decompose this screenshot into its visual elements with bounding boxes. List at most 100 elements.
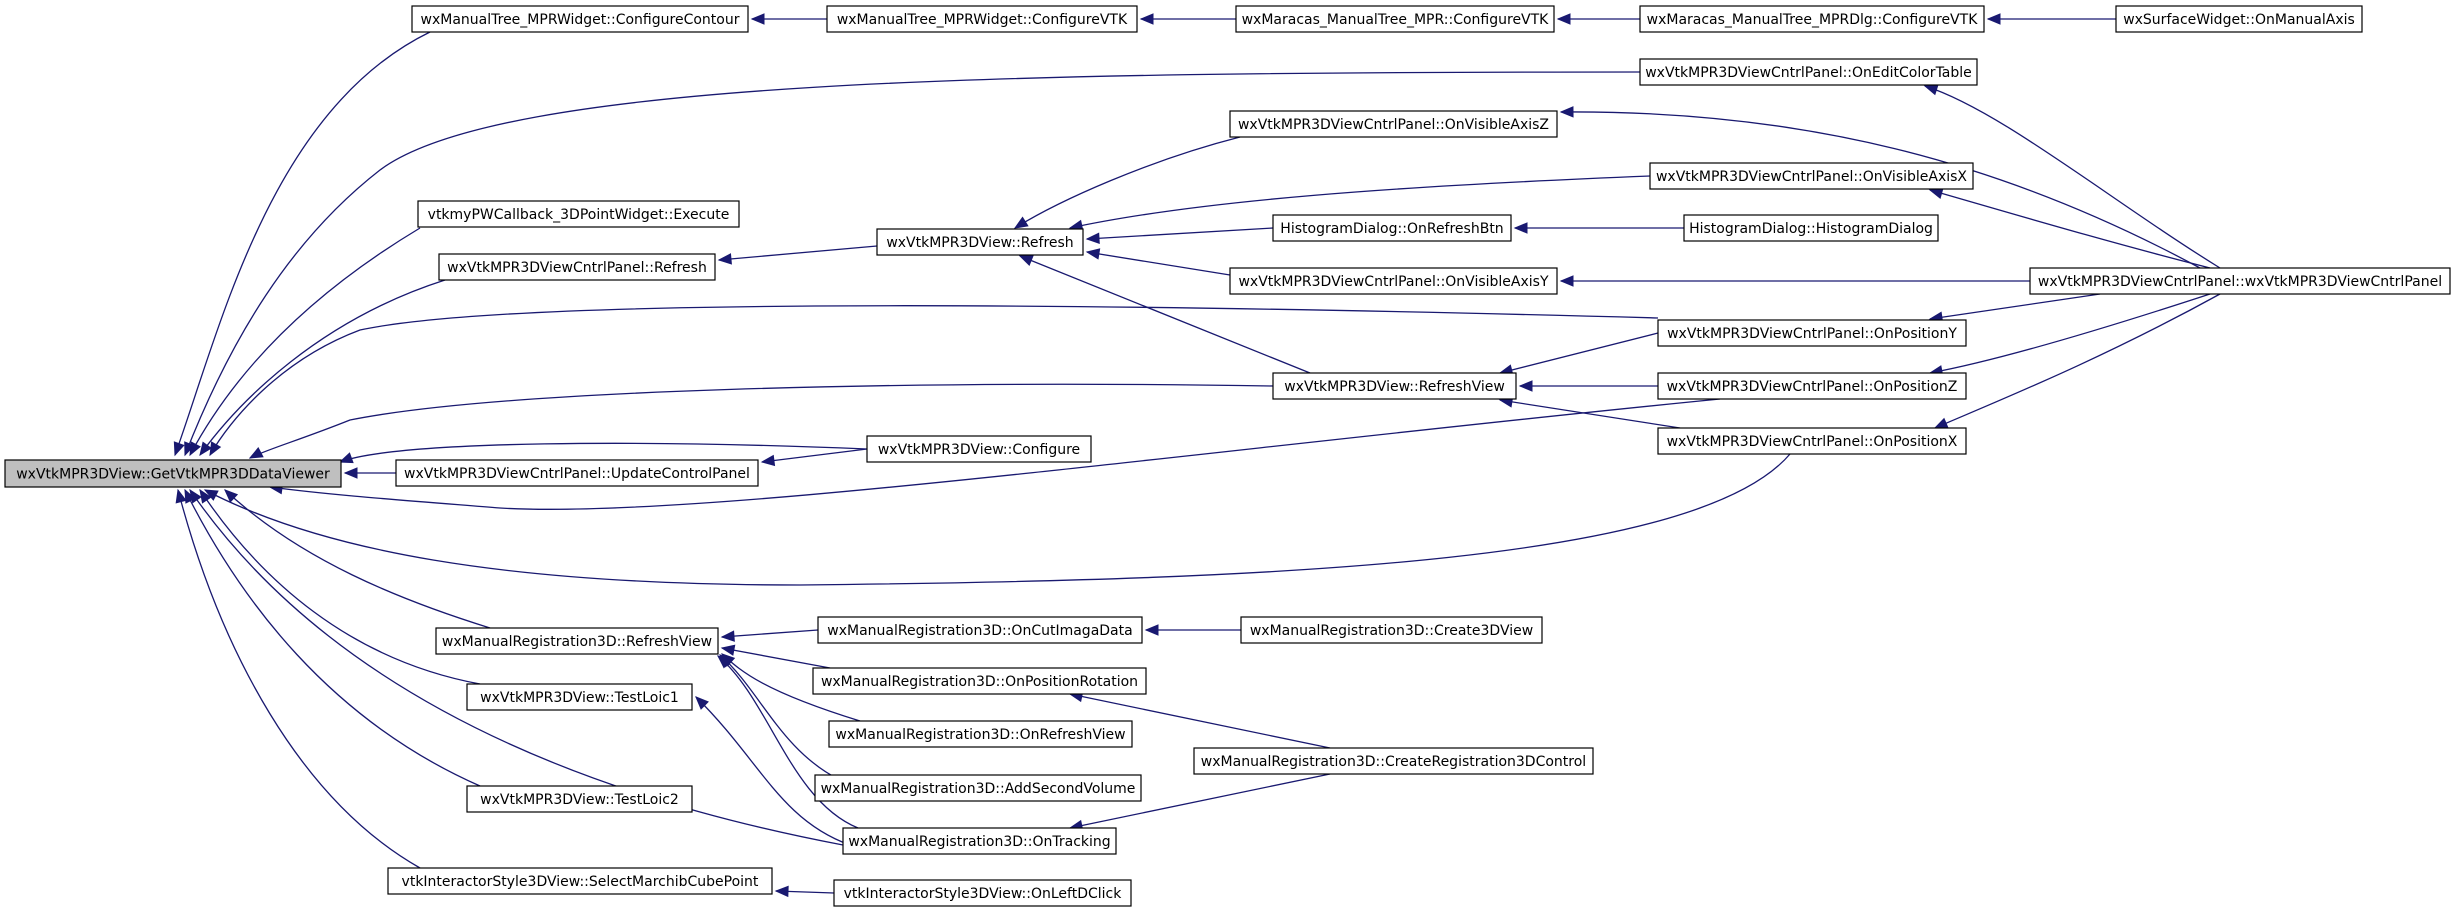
edge-line <box>209 305 1659 456</box>
node-box[interactable] <box>2115 5 2363 33</box>
edge-hist_dlg-to-hist_btn <box>1513 222 1684 234</box>
node-update-cp[interactable]: wxVtkMPR3DViewCntrlPanel::UpdateControlP… <box>395 459 759 487</box>
edge-line <box>721 629 819 638</box>
node-hist-btn[interactable]: HistogramDialog::OnRefreshBtn <box>1272 214 1512 242</box>
edge-pos_x-to-root <box>203 453 1791 586</box>
node-box[interactable] <box>826 5 1138 33</box>
node-mmd-vtk[interactable]: wxMaracas_ManualTree_MPRDlg::ConfigureVT… <box>1639 5 1985 33</box>
node-pos-x[interactable]: wxVtkMPR3DViewCntrlPanel::OnPositionX <box>1657 427 1967 455</box>
edge-v_configure-to-root <box>338 442 868 464</box>
node-mt-vtk[interactable]: wxManualTree_MPRWidget::ConfigureVTK <box>826 5 1138 33</box>
edge-line <box>1929 189 2211 269</box>
node-mr-posrot[interactable]: wxManualRegistration3D::OnPositionRotati… <box>812 667 1147 695</box>
node-mr-refreshview[interactable]: wxManualRegistration3D::RefreshView <box>435 627 719 655</box>
node-box[interactable] <box>395 459 759 487</box>
node-is-ldclick[interactable]: vtkInteractorStyle3DView::OnLeftDClick <box>833 879 1132 907</box>
node-box[interactable] <box>1639 5 1985 33</box>
node-box[interactable] <box>1272 372 1517 400</box>
node-is-select[interactable]: vtkInteractorStyle3DView::SelectMarchibC… <box>387 867 773 895</box>
node-box[interactable] <box>1272 214 1512 242</box>
node-vis-x[interactable]: wxVtkMPR3DViewCntrlPanel::OnVisibleAxisX <box>1649 162 1974 190</box>
node-test2[interactable]: wxVtkMPR3DView::TestLoic2 <box>466 785 693 813</box>
graph-nodes: wxVtkMPR3DView::GetVtkMPR3DDataViewerwxM… <box>4 5 2451 907</box>
edge-arrowhead <box>717 655 732 669</box>
node-mr-tracking[interactable]: wxManualRegistration3D::OnTracking <box>842 827 1117 855</box>
node-label: wxManualRegistration3D::OnTracking <box>848 834 1110 850</box>
edge-mr_tracking-to-test1 <box>695 696 851 846</box>
node-label: wxMaracas_ManualTree_MPRDlg::ConfigureVT… <box>1647 12 1979 28</box>
node-v-refreshview[interactable]: wxVtkMPR3DView::RefreshView <box>1272 372 1517 400</box>
node-box[interactable] <box>1649 162 1974 190</box>
node-box[interactable] <box>1235 5 1555 33</box>
node-vis-z[interactable]: wxVtkMPR3DViewCntrlPanel::OnVisibleAxisZ <box>1229 110 1558 138</box>
edge-pos_y-to-v_refreshview <box>1498 332 1659 376</box>
node-label: wxManualRegistration3D::RefreshView <box>442 634 712 650</box>
node-box[interactable] <box>438 253 716 281</box>
node-v-refresh[interactable]: wxVtkMPR3DView::Refresh <box>876 228 1084 256</box>
edge-line <box>224 489 491 629</box>
edge-mr_refreshview-to-root <box>224 489 491 629</box>
node-box[interactable] <box>876 228 1084 256</box>
edge-arrowhead <box>1018 255 1034 267</box>
node-label: wxVtkMPR3DView::GetVtkMPR3DDataViewer <box>16 467 330 483</box>
node-hist-dlg[interactable]: HistogramDialog::HistogramDialog <box>1683 214 1939 242</box>
node-mr-addsecond[interactable]: wxManualRegistration3D::AddSecondVolume <box>814 774 1142 802</box>
node-pw-exec[interactable]: vtkmyPWCallback_3DPointWidget::Execute <box>417 200 740 228</box>
node-box[interactable] <box>1240 616 1543 644</box>
edge-arrowhead <box>343 467 358 479</box>
node-box[interactable] <box>828 720 1133 748</box>
node-box[interactable] <box>866 435 1092 463</box>
node-box[interactable] <box>1229 267 1558 295</box>
node-box[interactable] <box>1657 372 1967 400</box>
node-edit-color[interactable]: wxVtkMPR3DViewCntrlPanel::OnEditColorTab… <box>1639 58 1978 86</box>
node-cp-refresh[interactable]: wxVtkMPR3DViewCntrlPanel::Refresh <box>438 253 716 281</box>
edge-mr_posrot-to-mr_refreshview <box>720 644 831 669</box>
node-box[interactable] <box>387 867 773 895</box>
edge-arrowhead <box>175 488 187 504</box>
edge-arrowhead <box>1518 380 1533 392</box>
node-box[interactable] <box>1657 319 1967 347</box>
node-mr-create3d[interactable]: wxManualRegistration3D::Create3DView <box>1240 616 1543 644</box>
node-box[interactable] <box>435 627 719 655</box>
edge-line <box>1069 175 1651 229</box>
node-box[interactable] <box>466 683 693 711</box>
node-root[interactable]: wxVtkMPR3DView::GetVtkMPR3DDataViewer <box>4 459 342 488</box>
node-label: wxVtkMPR3DViewCntrlPanel::UpdateControlP… <box>404 466 750 482</box>
node-box[interactable] <box>1657 427 1967 455</box>
node-box[interactable] <box>466 785 693 813</box>
node-mr-createreg[interactable]: wxManualRegistration3D::CreateRegistrati… <box>1193 747 1594 775</box>
node-pos-y[interactable]: wxVtkMPR3DViewCntrlPanel::OnPositionY <box>1657 319 1967 347</box>
node-surf[interactable]: wxSurfaceWidget::OnManualAxis <box>2115 5 2363 33</box>
node-mr-onrefresh[interactable]: wxManualRegistration3D::OnRefreshView <box>828 720 1133 748</box>
edge-arrowhead <box>720 630 735 642</box>
node-box[interactable] <box>833 879 1132 907</box>
node-box[interactable] <box>1683 214 1939 242</box>
node-box[interactable] <box>817 616 1143 644</box>
node-box[interactable] <box>1193 747 1594 775</box>
node-box[interactable] <box>1229 110 1558 138</box>
node-test1[interactable]: wxVtkMPR3DView::TestLoic1 <box>466 683 693 711</box>
node-box[interactable] <box>2029 267 2451 295</box>
node-box[interactable] <box>812 667 1147 695</box>
node-mt-contour[interactable]: wxManualTree_MPRWidget::ConfigureContour <box>411 5 749 33</box>
node-v-configure[interactable]: wxVtkMPR3DView::Configure <box>866 435 1092 463</box>
node-box[interactable] <box>4 459 342 488</box>
edge-arrowhead <box>774 885 789 898</box>
node-cp-ctor[interactable]: wxVtkMPR3DViewCntrlPanel::wxVtkMPR3DView… <box>2029 267 2451 295</box>
node-box[interactable] <box>814 774 1142 802</box>
node-pos-z[interactable]: wxVtkMPR3DViewCntrlPanel::OnPositionZ <box>1657 372 1967 400</box>
edge-line <box>695 696 851 846</box>
node-mm-vtk[interactable]: wxMaracas_ManualTree_MPR::ConfigureVTK <box>1235 5 1555 33</box>
edge-line <box>204 453 1791 586</box>
node-mr-cut[interactable]: wxManualRegistration3D::OnCutImagaData <box>817 616 1143 644</box>
edge-arrowhead <box>248 447 264 459</box>
node-label: HistogramDialog::OnRefreshBtn <box>1280 221 1503 237</box>
node-vis-y[interactable]: wxVtkMPR3DViewCntrlPanel::OnVisibleAxisY <box>1229 267 1558 295</box>
node-box[interactable] <box>417 200 740 228</box>
node-box[interactable] <box>411 5 749 33</box>
node-box[interactable] <box>1639 58 1978 86</box>
node-label: wxManualRegistration3D::OnCutImagaData <box>827 623 1132 639</box>
edge-line <box>1929 293 2101 320</box>
edge-mt_vtk-to-mt_contour <box>750 13 827 25</box>
node-box[interactable] <box>842 827 1117 855</box>
